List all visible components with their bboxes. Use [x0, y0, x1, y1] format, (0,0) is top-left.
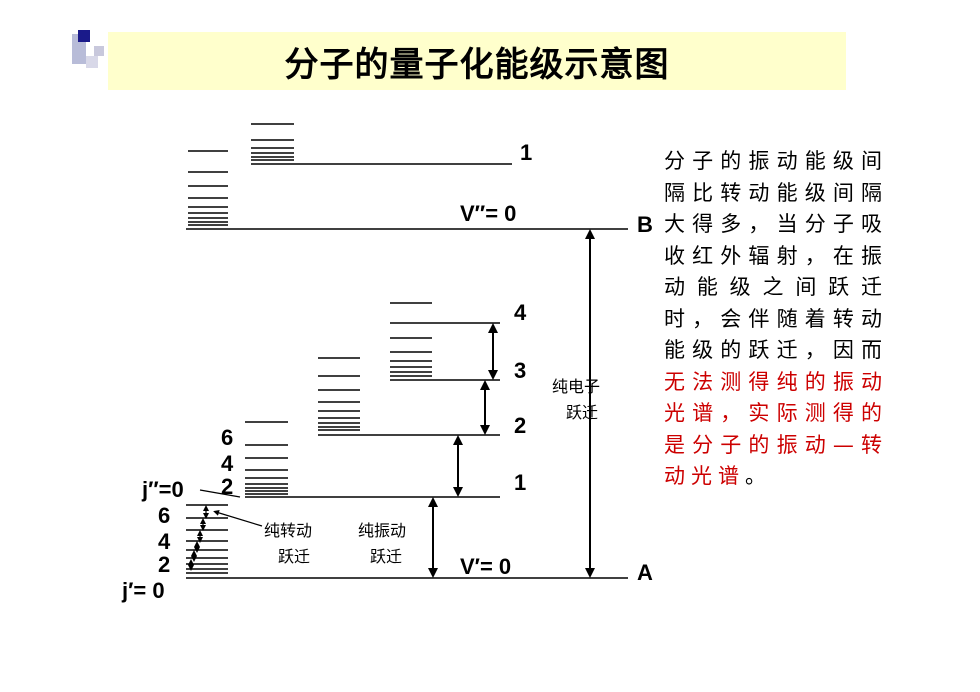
- label-j-lower-4: 4: [158, 529, 171, 554]
- label-v-lower-1: 1: [514, 470, 526, 495]
- label-v-lower-0: V′= 0: [460, 554, 511, 579]
- label-v-lower-3: 3: [514, 358, 526, 383]
- label-v-lower-4: 4: [514, 300, 527, 325]
- label-state-A: A: [637, 560, 653, 585]
- label-j-upper: j″=0: [141, 477, 184, 502]
- rot-label-pointer: [213, 510, 263, 527]
- label-rot-transition-2: 跃迁: [278, 547, 310, 566]
- label-v-lower-2: 2: [514, 413, 526, 438]
- description-red: 无法测得纯的振动光谱，实际测得的是分子的振动—转动光谱: [664, 369, 888, 489]
- label-rot-transition-1: 纯转动: [264, 521, 312, 540]
- label-state-B: B: [637, 212, 653, 237]
- label-vib-transition-2: 跃迁: [370, 547, 402, 566]
- label-v-upper-0: V″= 0: [460, 201, 516, 226]
- description-end: 。: [745, 464, 772, 488]
- label-j-lower-2: 2: [158, 552, 170, 577]
- label-j-upper-6: 6: [221, 425, 233, 450]
- label-electronic-transition-2: 跃迁: [566, 403, 598, 422]
- label-j-lower: j′= 0: [121, 578, 165, 603]
- label-j-lower-6: 6: [158, 503, 170, 528]
- page-title: 分子的量子化能级示意图: [284, 44, 670, 85]
- label-electronic-transition-1: 纯电子: [552, 377, 600, 396]
- label-v-upper-1: 1: [520, 140, 532, 165]
- description-text: 分子的振动能级间隔比转动能级间隔大得多，当分子吸收红外辐射，在振动能级之间跃迁时…: [664, 146, 888, 493]
- label-j-upper-4: 4: [221, 451, 234, 476]
- slide-bullet-icon: [72, 30, 104, 68]
- description-black: 分子的振动能级间隔比转动能级间隔大得多，当分子吸收红外辐射，在振动能级之间跃迁时…: [664, 149, 888, 362]
- label-j-upper-2: 2: [221, 474, 233, 499]
- title-bar: 分子的量子化能级示意图: [108, 32, 846, 90]
- label-vib-transition-1: 纯振动: [358, 521, 406, 540]
